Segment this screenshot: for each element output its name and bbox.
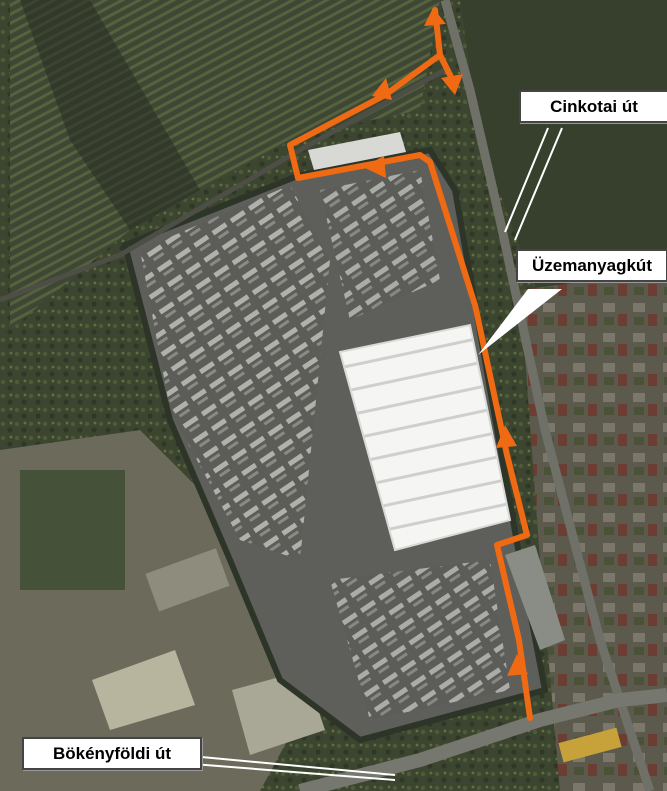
warehouse [338,323,512,552]
parked-trucks-north [320,170,440,320]
uzemanyag-leader [478,289,562,355]
arrow-up-south [507,654,528,676]
label-uzemanyagkut: Üzemanyagkút [516,249,667,282]
yellow-roof [558,727,622,763]
north-access-road [0,67,447,303]
cinkotai-leader-1 [504,127,549,233]
long-shed [505,545,565,650]
arrow-west-north [363,156,386,178]
label-bokenyfoldi-ut: Bökényföldi út [22,737,202,770]
ne-field [460,0,667,300]
east-urban-area [520,270,667,791]
label-cinkotai-ut: Cinkotai út [519,90,667,123]
arrow-northeast [372,78,392,100]
sw-building-3 [145,548,230,612]
service-building [308,132,406,170]
arrow-south-spur [441,74,463,95]
tree-strip [20,0,200,230]
cinkotai-road [440,0,655,791]
parked-trucks-west [140,185,330,560]
cinkotai-leader-2 [514,127,563,241]
arrow-up-east [496,425,517,448]
sw-building-1 [92,650,195,730]
sw-field [20,470,125,590]
arrow-north [424,8,446,26]
bokeny-leader-1 [179,754,396,776]
bokeny-leader-2 [179,762,396,781]
parked-trucks-south [330,560,510,720]
bokenyfoldi-road [298,688,667,791]
